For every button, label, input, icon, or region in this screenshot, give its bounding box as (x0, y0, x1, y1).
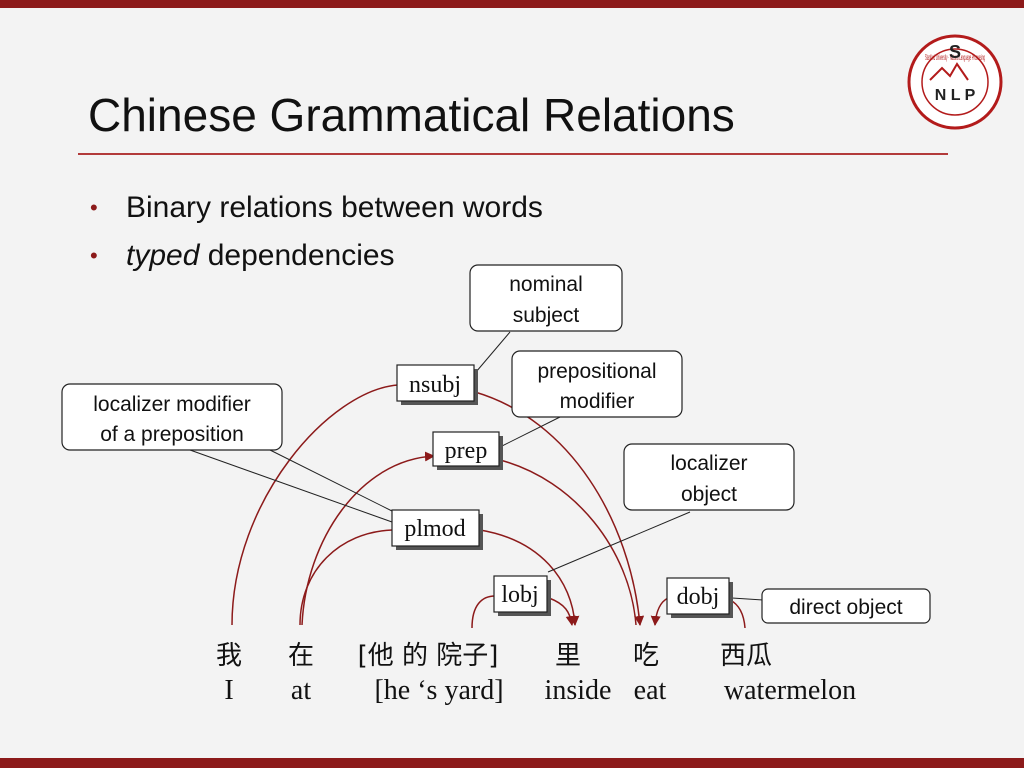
prep-arc-right (499, 459, 637, 626)
top-band (0, 0, 1024, 8)
label-lobj: lobj (493, 575, 551, 616)
note-prep: prepositional modifier (511, 350, 683, 418)
bullet-list: • Binary relations between words • typed d… (90, 188, 543, 284)
label-plmod: plmod (391, 509, 483, 550)
note-line: subject (513, 304, 580, 327)
prep-callout-line (497, 416, 561, 449)
note-line: nominal (509, 273, 583, 296)
bullet-dot-icon: • (90, 195, 98, 220)
label-prep: plmod prep (432, 431, 503, 470)
word-gloss: watermelon (724, 675, 856, 706)
prep-arc-left (301, 451, 435, 626)
bullet-dot-icon: • (90, 243, 98, 268)
relation-label: dobj (677, 584, 720, 610)
note-line: of a preposition (100, 423, 244, 446)
word-zh: 西瓜 (720, 641, 772, 671)
lobj-callout-line (547, 511, 691, 573)
label-dobj: dobj (666, 577, 733, 618)
note-line: modifier (560, 390, 635, 413)
relation-label: plmod (404, 516, 465, 542)
word-gloss: at (291, 675, 311, 706)
word-zh: 我 (216, 641, 242, 671)
logo-letters-nlp: N L P (935, 87, 976, 104)
label-nsubj: nsubj (396, 364, 478, 405)
word-zh: [他 的 院子] (358, 641, 499, 671)
note-lobj: localizer object (623, 443, 795, 511)
plmod-arc-right (479, 529, 580, 626)
note-plmod: localizer modifier of a preposition (61, 383, 283, 451)
lobj-arc-left (471, 595, 496, 629)
sentence-gloss: I at [he ‘s yard] inside eat watermelon (224, 675, 856, 706)
bullet-item: • Binary relations between words (90, 188, 543, 236)
bullet-item: • typed dependencies (90, 236, 543, 284)
slide-title: Chinese Grammatical Relations (88, 89, 735, 141)
stanford-nlp-logo: Stanford University · Natural Language P… (907, 34, 1003, 130)
nsubj-callout-line (475, 331, 511, 373)
relation-label: lobj (501, 582, 538, 608)
note-dobj: direct object (761, 588, 931, 624)
nsubj-arc-right (474, 391, 645, 626)
logo-ring-text: Stanford University · Natural Language P… (925, 53, 985, 62)
relation-label: prep (445, 438, 488, 464)
word-zh: 吃 (633, 641, 659, 671)
sentence-chinese: 我 在 [他 的 院子] 里 吃 西瓜 (216, 641, 772, 671)
word-gloss: eat (634, 675, 667, 706)
word-gloss: I (224, 675, 233, 706)
plmod-callout-line-b (269, 449, 395, 513)
note-line: prepositional (537, 360, 656, 383)
bottom-band (0, 758, 1024, 768)
word-gloss: inside (545, 675, 612, 706)
logo-mountain-icon (929, 62, 969, 81)
note-line: object (681, 483, 737, 506)
dobj-callout-line (731, 597, 764, 601)
word-zh: 里 (555, 641, 581, 671)
note-line: localizer (670, 452, 747, 475)
relation-label: nsubj (409, 372, 461, 398)
bullet-text: dependencies (199, 239, 395, 272)
note-line: localizer modifier (93, 393, 251, 416)
lobj-arc-right (548, 597, 576, 626)
title-rule (78, 153, 948, 155)
plmod-callout-line-a (189, 449, 393, 523)
note-nsubj: nominal subject (469, 264, 623, 332)
note-line: direct object (789, 596, 902, 619)
bullet-text: Binary relations between words (126, 191, 543, 224)
word-zh: 在 (288, 641, 314, 671)
dobj-arc-left (650, 597, 669, 626)
plmod-arc-left (299, 529, 393, 626)
word-gloss: [he ‘s yard] (374, 675, 503, 706)
logo-letter-s: S (949, 42, 961, 62)
bullet-emphasis: typed (126, 239, 200, 272)
